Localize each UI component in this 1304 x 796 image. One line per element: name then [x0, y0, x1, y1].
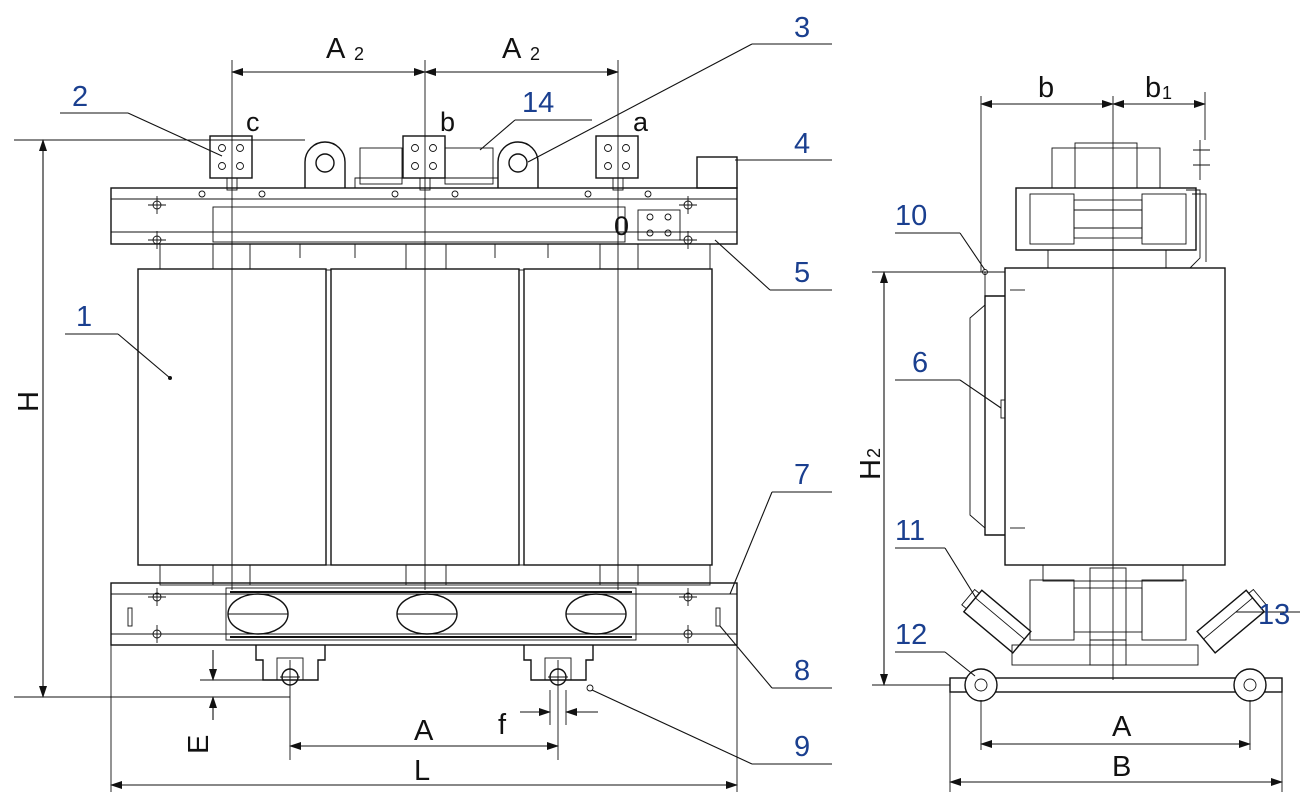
sensor-box	[696, 156, 738, 189]
callout-4: 4	[794, 128, 810, 160]
dim-b: b	[1038, 72, 1054, 104]
bottom-fans	[227, 593, 627, 635]
neutral-label: 0	[614, 211, 629, 241]
wheel-right	[523, 645, 594, 692]
front-dimensions	[14, 68, 738, 789]
terminal-b	[402, 135, 446, 191]
dim-h2-sub: 2	[864, 448, 884, 458]
upper-core-legs	[159, 243, 711, 271]
callout-2: 2	[72, 81, 88, 113]
top-clamp-plate	[212, 206, 626, 243]
fan-left	[961, 588, 1032, 654]
callout-6: 6	[912, 347, 928, 379]
bottom-clamp-frame	[110, 582, 738, 646]
callout-8: 8	[794, 655, 810, 687]
side-view	[949, 92, 1283, 792]
front-view	[110, 60, 738, 792]
centrelines-front	[110, 60, 738, 792]
side-top-clamp	[1015, 187, 1197, 251]
terminal-neutral	[637, 209, 681, 241]
fan-right	[1196, 588, 1267, 654]
callout-14: 14	[522, 87, 554, 119]
phase-a-label: a	[633, 107, 649, 137]
terminal-a	[595, 135, 639, 191]
side-base	[949, 677, 1283, 693]
tap-box	[354, 147, 499, 188]
dim-b1-sub: 1	[1162, 83, 1172, 103]
dim-b-width: B	[1112, 751, 1131, 783]
dim-f: f	[498, 709, 507, 741]
dim-e: E	[183, 735, 215, 754]
wheel-left	[255, 645, 326, 686]
phase-b-label: b	[440, 107, 455, 137]
clamp-bolts-bottom	[127, 588, 721, 643]
callout-5: 5	[794, 257, 810, 289]
dim-a2-left: A	[326, 33, 346, 65]
dim-a-front: A	[414, 715, 434, 747]
dim-a2-left-sub: 2	[354, 44, 364, 64]
callout-9: 9	[794, 731, 810, 763]
dim-b1: b	[1145, 72, 1161, 104]
dim-a2-right: A	[502, 33, 522, 65]
dim-h: H	[13, 391, 45, 412]
lower-core-legs	[159, 564, 711, 586]
dim-a-side: A	[1112, 711, 1132, 743]
lifting-eye-right	[497, 141, 539, 188]
terminal-c	[209, 135, 253, 191]
side-dimensions	[872, 100, 1283, 786]
callout-7: 7	[794, 459, 810, 491]
phase-c-label: c	[246, 107, 260, 137]
dim-a2-right-sub: 2	[530, 44, 540, 64]
callout-12: 12	[895, 619, 927, 651]
dim-h2: H	[855, 459, 887, 480]
callout-13: 13	[1258, 599, 1290, 631]
callout-10: 10	[895, 200, 927, 232]
top-clamp-frame	[110, 187, 738, 245]
callout-11: 11	[895, 515, 925, 547]
dim-l: L	[414, 755, 430, 787]
callout-3: 3	[794, 12, 810, 44]
callout-1: 1	[76, 301, 92, 333]
clamp-bolts-top	[148, 190, 697, 249]
side-coil	[1004, 267, 1226, 566]
leader-lines	[60, 43, 1300, 765]
lifting-eye-left	[304, 141, 346, 188]
